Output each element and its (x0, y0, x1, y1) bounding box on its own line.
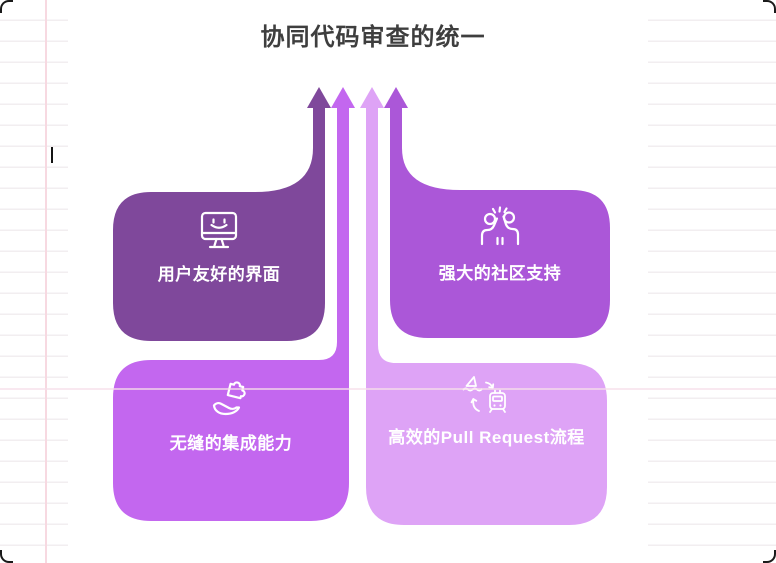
hand-puzzle-icon (212, 381, 246, 416)
guide-line (0, 388, 776, 390)
quadrant-bottom-left-shape[interactable] (113, 107, 349, 521)
notebook-margin-line (45, 0, 47, 563)
monitor-smile-icon (200, 211, 238, 249)
quadrant-top-left-shape[interactable] (113, 107, 325, 341)
quadrant-bottom-left (113, 87, 355, 521)
quadrant-label-bottom-right: 高效的Pull Request流程 (388, 428, 585, 447)
corner-mark-bottom-left (0, 550, 13, 563)
corner-mark-top-left (0, 0, 13, 13)
arrow-up-2 (331, 87, 355, 108)
arrow-up-4 (384, 87, 408, 108)
quadrant-top-right-shape[interactable] (390, 107, 610, 338)
quadrant-label-top-right: 强大的社区支持 (438, 264, 562, 283)
quadrant-top-right (384, 87, 610, 338)
boat-train-icon (462, 376, 506, 413)
quadrant-top-left (113, 87, 331, 341)
high-five-icon (480, 206, 520, 246)
arrow-up-1 (307, 87, 331, 108)
quadrant-label-bottom-left: 无缝的集成能力 (169, 434, 293, 453)
corner-mark-top-right (763, 0, 776, 13)
quadrant-label-top-left: 用户友好的界面 (157, 265, 281, 284)
text-caret (51, 147, 53, 163)
corner-mark-bottom-right (763, 550, 776, 563)
page-title[interactable]: 协同代码审查的统一 (260, 24, 486, 51)
quadrant-bottom-right-shape[interactable] (366, 107, 607, 525)
arrow-up-3 (360, 87, 384, 108)
quadrant-bottom-right (360, 87, 607, 525)
